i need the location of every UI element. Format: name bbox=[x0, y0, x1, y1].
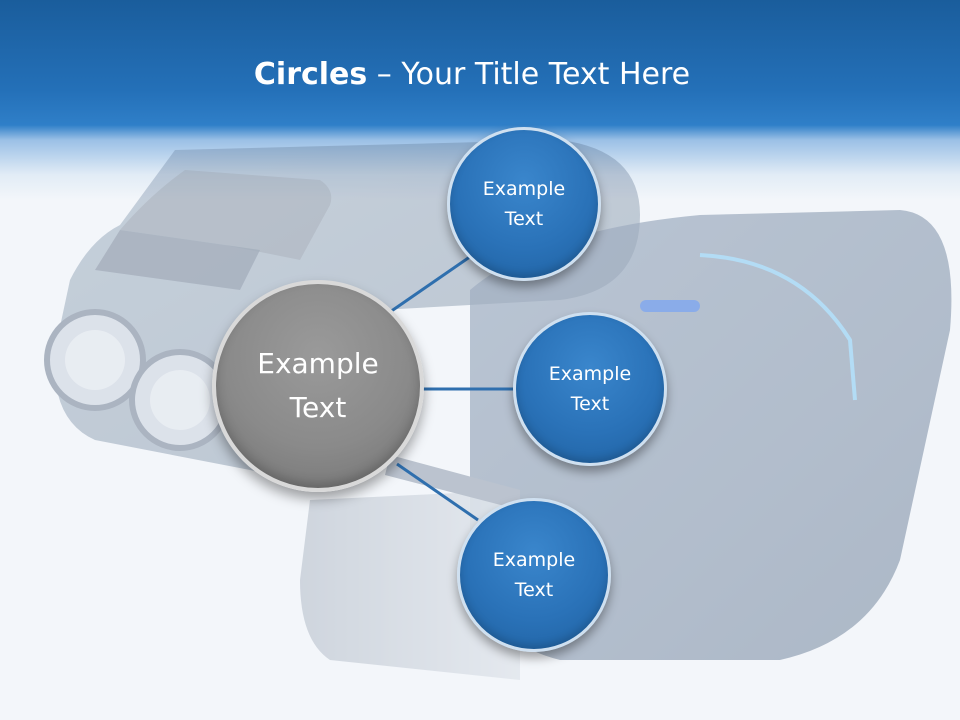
satellite-circle-bottom: Example Text bbox=[457, 498, 611, 652]
satellite-top-line2: Text bbox=[504, 208, 544, 230]
satellite-circle-middle: Example Text bbox=[513, 312, 667, 466]
center-circle-line2: Text bbox=[289, 391, 347, 424]
connector-bottom bbox=[396, 462, 479, 522]
slide-title: Circles – Your Title Text Here bbox=[0, 52, 944, 98]
satellite-bottom-line2: Text bbox=[514, 579, 554, 601]
connector-top bbox=[389, 252, 475, 314]
satellite-bottom-line1: Example bbox=[492, 549, 576, 571]
satellite-middle-line2: Text bbox=[570, 393, 610, 415]
center-circle-line1: Example bbox=[257, 347, 379, 380]
satellite-top-line1: Example bbox=[482, 178, 566, 200]
satellite-middle-line1: Example bbox=[548, 363, 632, 385]
center-circle: Example Text bbox=[212, 280, 424, 492]
title-rest: – Your Title Text Here bbox=[367, 57, 691, 92]
title-bold: Circles bbox=[253, 57, 368, 92]
satellite-circle-top: Example Text bbox=[447, 127, 601, 281]
